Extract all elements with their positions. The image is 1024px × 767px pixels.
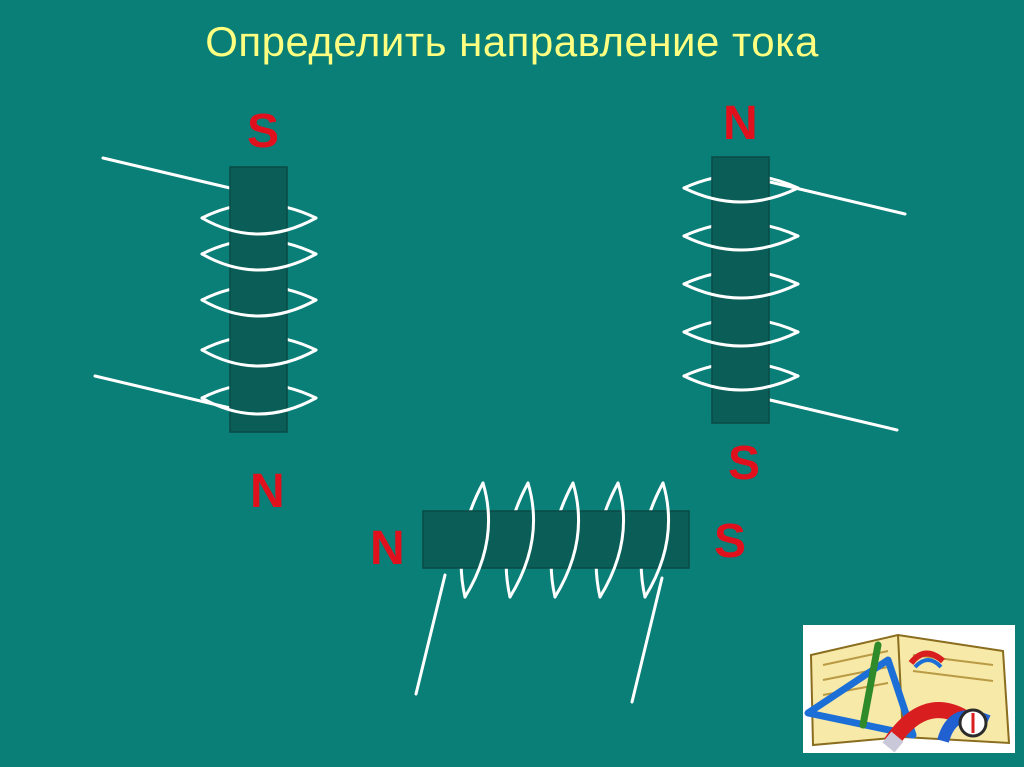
coil-3-core: [422, 510, 690, 569]
coil-2-bottom-pole-label: S: [728, 437, 761, 490]
coil-1: [93, 156, 318, 433]
coil-3: [414, 481, 690, 704]
coil-3-lead-left: [414, 573, 447, 696]
magnet-books-clipart-icon: [803, 625, 1015, 753]
coil-3-lead-right: [630, 576, 664, 704]
coil-1-core: [229, 166, 288, 433]
coil-1-loops-front: [200, 216, 318, 416]
coil-1-lead-top: [101, 156, 232, 190]
coil-2-top-pole-label: N: [723, 97, 758, 150]
slide-title: Определить направление тока: [205, 18, 819, 65]
coil-2-loops-front: [682, 186, 800, 392]
coil-1-bottom-pole-label: N: [250, 465, 285, 518]
coil-2: [682, 156, 907, 432]
coil-3-left-pole-label: N: [370, 522, 405, 575]
coil-2-core: [711, 156, 770, 424]
coil-3-right-pole-label: S: [714, 515, 747, 568]
coil-3-loops-front: [463, 481, 671, 599]
coil-2-lead-bottom: [768, 398, 899, 432]
coil-2-lead-top: [768, 180, 907, 216]
coil-1-top-pole-label: S: [247, 105, 280, 158]
